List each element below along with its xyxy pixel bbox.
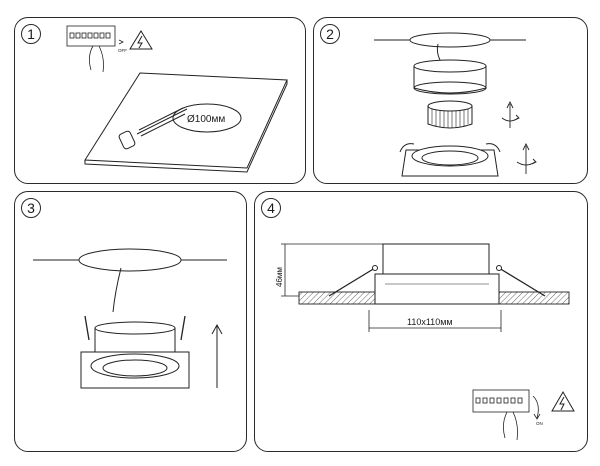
step-number: 1 xyxy=(21,24,41,44)
led-module xyxy=(427,100,473,129)
high-voltage-icon xyxy=(129,30,153,50)
square-frame xyxy=(399,143,501,177)
step-number: 2 xyxy=(320,24,340,44)
rotate-arrow-icon xyxy=(501,100,520,128)
step-4-panel: 4 46мм 110х110мм xyxy=(254,191,588,452)
height-dimension xyxy=(281,243,383,297)
cutout-size-label: 110х110мм xyxy=(407,317,453,327)
step-1-panel: 1 OFF Ø100мм xyxy=(14,17,306,184)
push-up-arrow-icon xyxy=(211,323,223,388)
lamp-assembly xyxy=(80,315,190,389)
switch-on-label: ON xyxy=(536,421,543,426)
hole-saw-icon xyxy=(118,107,188,150)
ceiling-section xyxy=(78,248,182,272)
terminal-block-icon xyxy=(472,389,530,441)
ceiling-section xyxy=(409,32,491,48)
switch-off-label: OFF xyxy=(118,48,127,53)
step-2-illustration xyxy=(374,32,537,177)
fixture-profile xyxy=(328,243,546,305)
step-2-panel: 2 xyxy=(313,17,588,184)
terminal-block-icon xyxy=(66,25,116,73)
height-label: 46мм xyxy=(275,267,284,287)
step-4-illustration: 46мм 110х110мм xyxy=(275,243,575,441)
cutout-hole xyxy=(172,103,242,133)
step-number: 4 xyxy=(261,198,281,218)
ceiling-slab-left xyxy=(298,291,376,305)
step-number: 3 xyxy=(21,198,41,218)
step-3-panel: 3 xyxy=(14,191,247,452)
step-1-illustration: OFF Ø100мм xyxy=(66,25,288,173)
high-voltage-icon xyxy=(551,391,575,412)
hole-diameter-label: Ø100мм xyxy=(187,114,225,125)
ceiling-slab-right xyxy=(498,291,570,305)
rotate-arrow-icon xyxy=(516,142,537,174)
driver-cylinder xyxy=(413,59,487,95)
cutout-dimension xyxy=(368,310,502,332)
step-3-illustration xyxy=(33,248,227,389)
